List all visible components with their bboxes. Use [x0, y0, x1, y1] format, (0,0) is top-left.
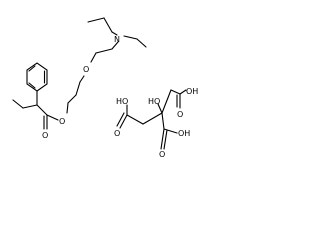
- bond-ethyl-upper-ch3: [103, 17, 113, 33]
- structure-canvas: N O O O OH O HO HO O OH O: [12, 17, 198, 159]
- bond-bottom-c-eq-o-2: [163, 129, 168, 150]
- bond-ethyl-ch3: [12, 99, 24, 109]
- bond-n-ethyl-right: [123, 35, 138, 40]
- bond-n-ch2: [111, 41, 119, 50]
- bond-alpha-ethyl-ch2: [22, 104, 38, 109]
- citric-acid-molecule: OH O HO HO O OH O: [114, 87, 198, 159]
- butamirate-molecule: N O O O: [12, 17, 147, 140]
- bond-ch2-o-ester: [66, 102, 69, 114]
- bond-top-cooh-oh: [179, 89, 187, 95]
- phenyl-double-bond-3: [28, 82, 36, 89]
- bond-center-bottom-cooh: [161, 112, 165, 130]
- bond-ethyl-upper-ch2: [87, 17, 105, 23]
- bond-o-ether-ch2: [79, 75, 85, 83]
- atom-o-carbonyl-label: O: [42, 131, 48, 140]
- bond-n-ethyl-upper: [111, 31, 118, 36]
- bond-o-ester-carbonyl-c: [46, 114, 59, 121]
- bond-ch2-ch2-c: [75, 81, 81, 96]
- phenyl-ring: [26, 62, 48, 92]
- atom-center-ho-label: HO: [148, 97, 160, 106]
- bond-left-ch2-cooh: [126, 114, 144, 125]
- bond-ch2-ch2-a: [95, 48, 113, 54]
- bond-ch2-ch2-d: [67, 94, 77, 104]
- atom-top-o-label: O: [177, 110, 183, 119]
- bond-top-ch2-center: [161, 89, 172, 114]
- bond-top-ch2-cooh: [170, 89, 181, 95]
- phenyl-double-bond-2: [28, 65, 36, 72]
- atom-bottom-oh-label: OH: [178, 129, 190, 138]
- atom-left-ho-label: HO: [116, 97, 128, 106]
- atom-top-oh-label: OH: [186, 87, 198, 96]
- chemical-structure-figure: N O O O OH O HO HO O OH O: [0, 0, 210, 170]
- atom-left-o-label: O: [114, 129, 120, 138]
- atom-o-ether-label: O: [83, 65, 89, 74]
- bond-ethyl-right-ch3: [136, 38, 147, 48]
- bond-bottom-c-eq-o-1: [160, 128, 165, 150]
- bond-left-c-eq-o-2: [116, 112, 125, 127]
- bond-carbonyl-alpha: [36, 104, 48, 116]
- bond-center-left-ch2: [142, 112, 163, 125]
- atom-o-ester-label: O: [59, 117, 65, 126]
- bond-left-c-eq-o-1: [119, 114, 128, 129]
- atom-n-label: N: [114, 35, 120, 44]
- bond-bottom-cooh-oh: [163, 128, 178, 134]
- bond-center-oh: [157, 103, 163, 114]
- atom-bottom-o-label: O: [159, 150, 165, 159]
- bond-ch2-ch2-b: [90, 52, 97, 63]
